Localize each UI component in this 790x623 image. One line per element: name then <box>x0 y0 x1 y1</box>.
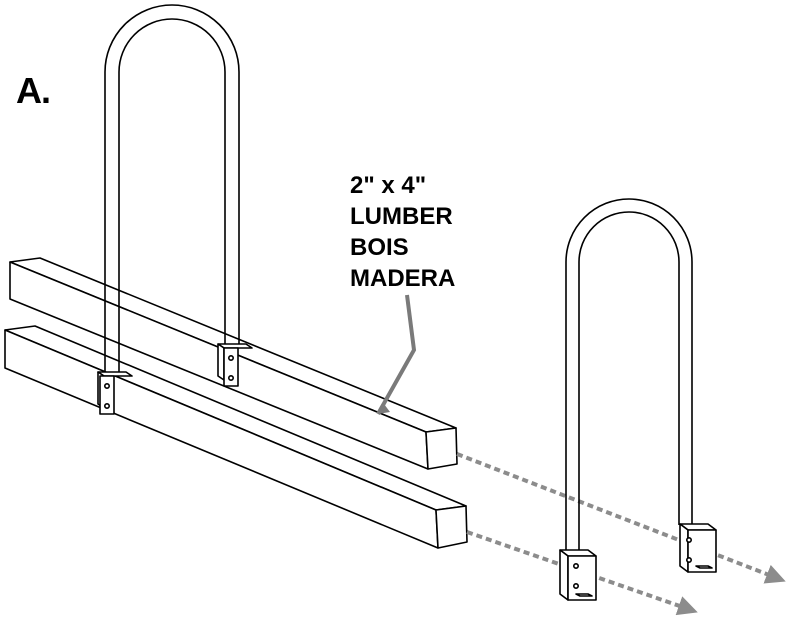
callout-dimension: 2" x 4" <box>350 172 427 199</box>
lumber-callout: 2" x 4" LUMBER BOIS MADERA <box>350 170 455 294</box>
rack-foot-right <box>679 523 717 573</box>
rack-foot-left <box>559 549 597 601</box>
callout-spanish: MADERA <box>350 265 456 292</box>
u-rack-mounted <box>104 4 240 372</box>
callout-french: BOIS <box>350 234 409 261</box>
dashed-arrows <box>456 452 786 616</box>
callout-english: LUMBER <box>350 203 453 230</box>
u-rack-loose <box>565 198 693 552</box>
step-label: A. <box>16 70 51 111</box>
dashed-arrow-back <box>456 452 786 584</box>
bracket-back <box>217 343 253 387</box>
callout-pointer <box>376 294 417 415</box>
bracket-front <box>97 371 133 415</box>
